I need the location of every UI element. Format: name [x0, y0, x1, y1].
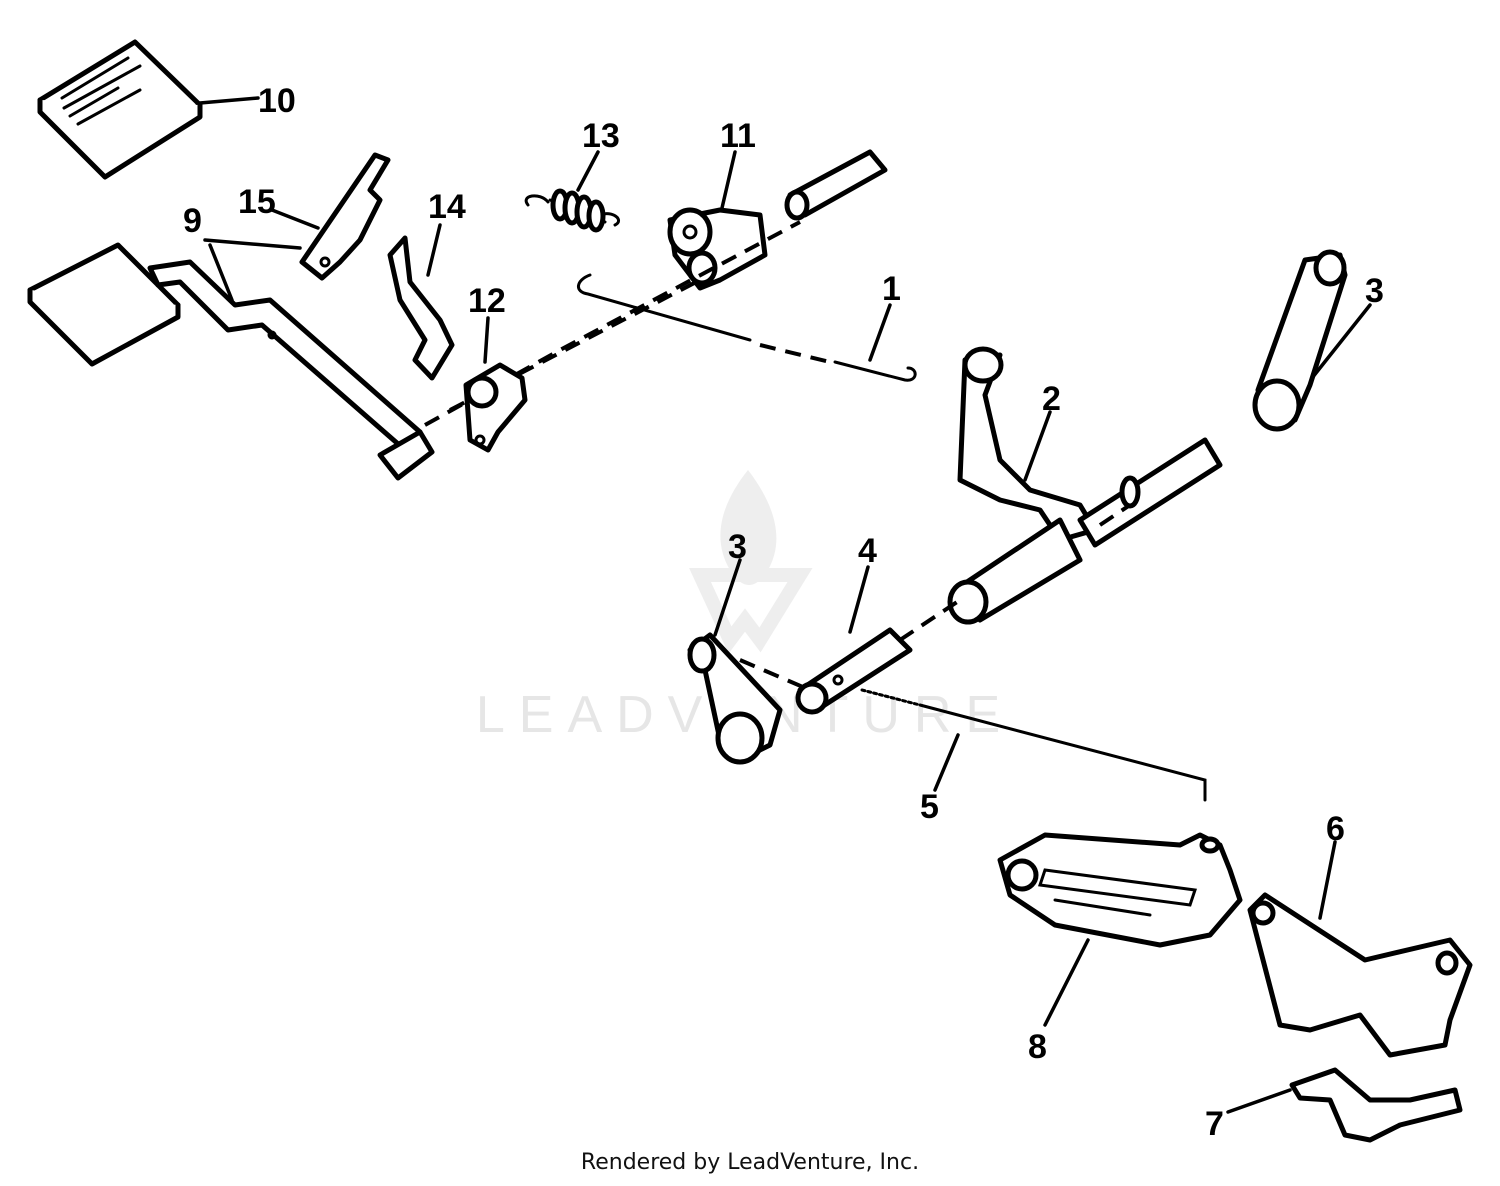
part-11-cam[interactable]	[667, 149, 888, 291]
callout-4: 4	[858, 532, 877, 570]
callout-15: 15	[238, 183, 276, 221]
part-6-bracket[interactable]	[1247, 892, 1473, 1058]
callout-11: 11	[720, 117, 756, 155]
part-9-pedal[interactable]	[27, 242, 435, 481]
part-15-bracket[interactable]	[299, 152, 391, 281]
watermark-monogram-icon	[689, 568, 813, 654]
callout-9: 9	[183, 202, 202, 240]
callout-13: 13	[582, 117, 620, 155]
callout-14: 14	[428, 188, 466, 226]
callout-1: 1	[882, 270, 901, 308]
callout-10: 10	[258, 82, 296, 120]
callout-labels: 10 9 15 14 12 13 11 1 2 3 3 4 5 6 7 8	[183, 82, 1384, 1143]
part-3-arm-upper[interactable]	[1252, 249, 1348, 432]
part-1-rod[interactable]	[577, 273, 917, 382]
callout-5: 5	[920, 788, 939, 826]
part-14-clip[interactable]	[387, 235, 455, 381]
footer-credit: Rendered by LeadVenture, Inc.	[580, 1150, 920, 1175]
part-5-rod[interactable]	[860, 688, 1207, 802]
part-8-housing[interactable]	[997, 832, 1243, 948]
callout-3-upper: 3	[1365, 272, 1384, 310]
callout-8: 8	[1028, 1028, 1047, 1066]
callout-6: 6	[1326, 810, 1345, 848]
watermark-flame-icon	[720, 470, 777, 585]
callout-12: 12	[468, 282, 506, 320]
part-12-lever[interactable]	[463, 362, 528, 453]
part-10-pad[interactable]	[37, 39, 203, 180]
leader-lines	[198, 96, 1372, 1114]
callout-3-lower: 3	[728, 528, 747, 566]
callout-7: 7	[1205, 1105, 1224, 1143]
part-4-pin[interactable]	[795, 627, 913, 715]
callout-2: 2	[1042, 380, 1061, 418]
part-7-bracket[interactable]	[1289, 1067, 1463, 1143]
part-3-arm-lower[interactable]	[687, 632, 783, 765]
part-2-main-lever[interactable]	[947, 346, 1223, 625]
part-13-spring[interactable]	[524, 188, 621, 233]
